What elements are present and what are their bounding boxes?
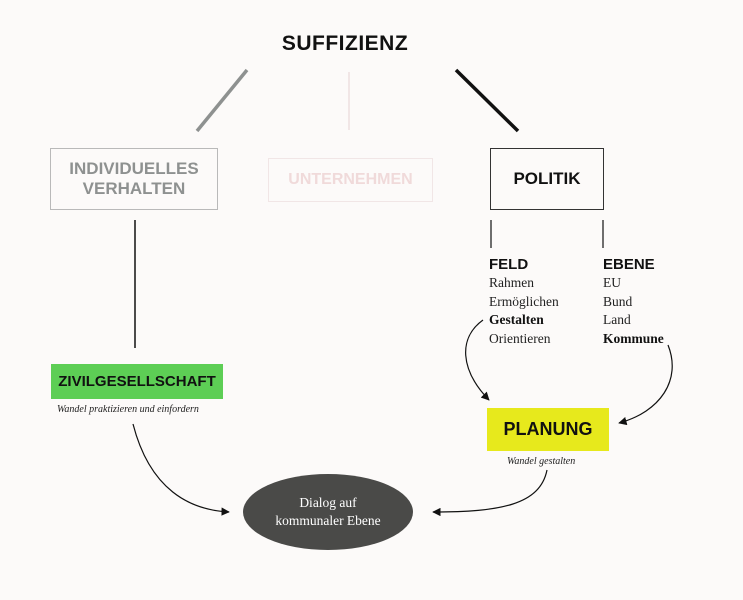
box-politik-label: POLITIK [513, 169, 581, 189]
ebene-item-kommune: Kommune [603, 330, 664, 346]
dialog-line-1: Dialog auf [299, 495, 357, 511]
arrow-planung-dialog [432, 469, 548, 517]
dialog-line-2: kommunaler Ebene [275, 513, 381, 528]
box-planung: PLANUNG [487, 408, 609, 451]
feld-item-orientieren: Orientieren [489, 330, 551, 346]
line-suffizienz-politik [454, 68, 520, 133]
box-unternehmen-label: UNTERNEHMEN [288, 170, 413, 188]
feld-item-ermoeglichen: Ermöglichen [489, 293, 559, 309]
caption-zivilgesellschaft: Wandel praktizieren und einfordern [57, 404, 199, 415]
caption-planung: Wandel gestalten [507, 456, 576, 467]
ebene-item-eu: EU [603, 275, 621, 291]
ebene-item-land: Land [603, 312, 631, 328]
dialog-ellipse: Dialog auf kommunaler Ebene [243, 474, 413, 550]
feld-column: FELD Rahmen Ermöglichen Gestalten Orient… [489, 256, 559, 348]
ebene-heading: EBENE [603, 256, 655, 273]
arrow-kommune-planung [618, 344, 673, 426]
box-individuelles-verhalten: INDIVIDUELLES VERHALTEN [50, 148, 218, 210]
box-politik: POLITIK [490, 148, 604, 210]
box-zivilgesellschaft-label: ZIVILGESELLSCHAFT [58, 372, 216, 390]
box-unternehmen: UNTERNEHMEN [268, 158, 433, 202]
box-planung-label: PLANUNG [503, 419, 593, 440]
ebene-item-bund: Bund [603, 293, 633, 309]
feld-heading: FELD [489, 256, 529, 273]
feld-item-rahmen: Rahmen [489, 275, 534, 291]
feld-item-gestalten: Gestalten [489, 312, 544, 328]
ebene-column: EBENE EU Bund Land Kommune [603, 256, 664, 348]
box-individuelles-label: INDIVIDUELLES VERHALTEN [69, 159, 199, 198]
line-suffizienz-individuelles [195, 68, 249, 133]
box-zivilgesellschaft: ZIVILGESELLSCHAFT [51, 364, 223, 399]
diagram-title: SUFFIZIENZ [281, 32, 409, 55]
arrow-zivilgesellschaft-dialog [132, 423, 230, 516]
arrow-gestalten-planung [465, 319, 490, 401]
